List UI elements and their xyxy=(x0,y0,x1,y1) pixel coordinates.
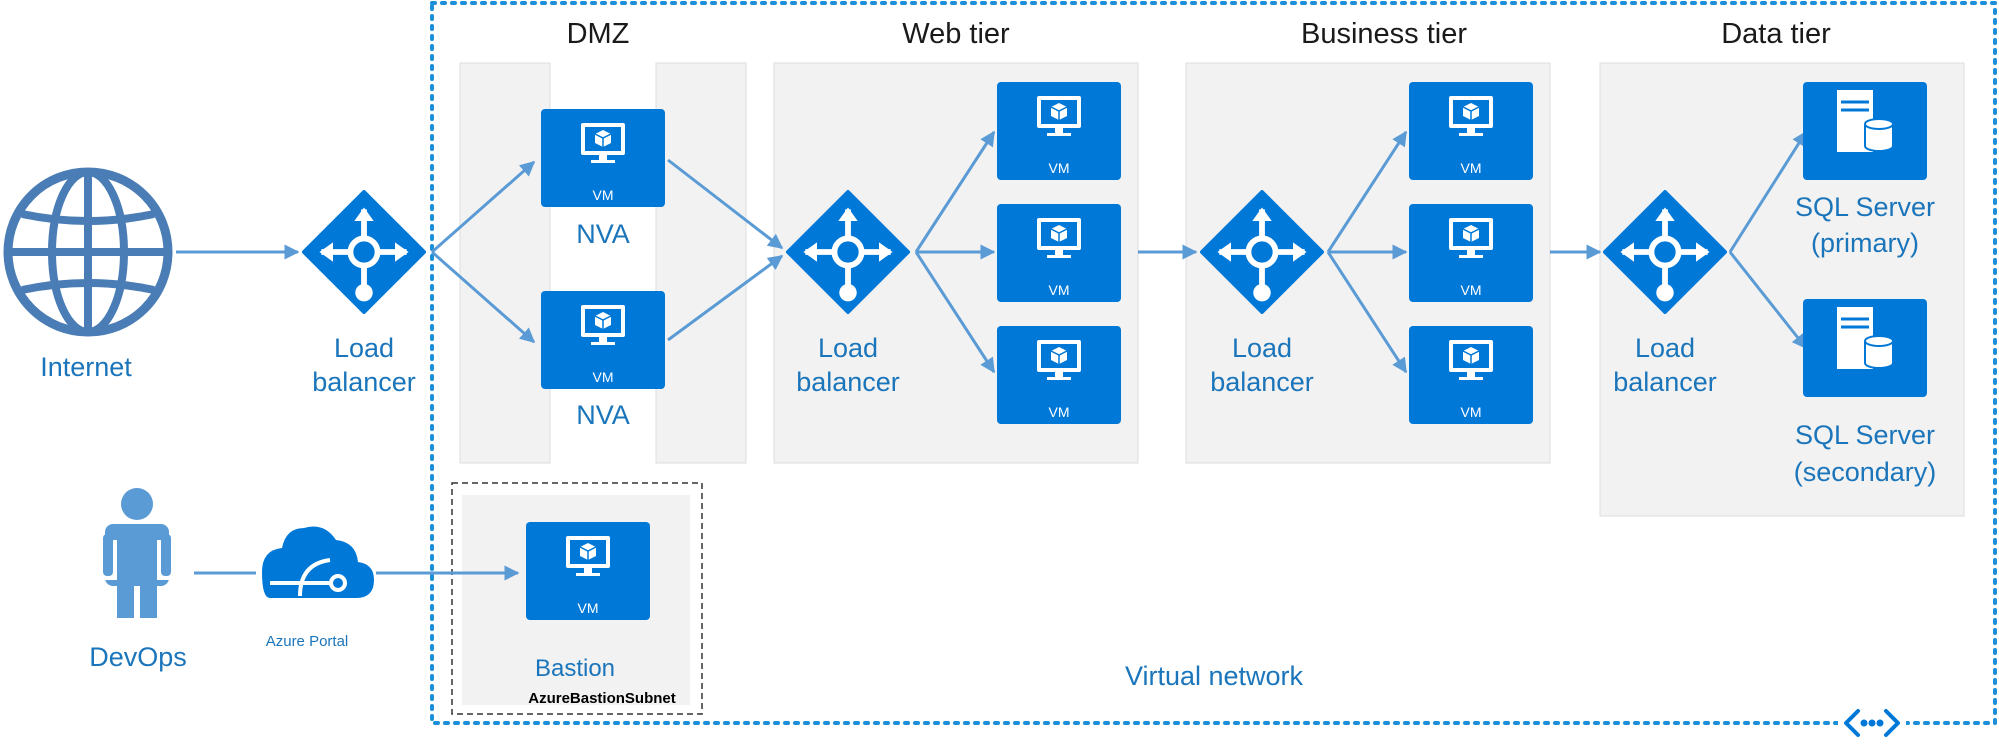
web-vm-2-label: VM xyxy=(1049,282,1070,298)
tier-title-web: Web tier xyxy=(902,18,1010,50)
web-load-balancer-label-line1: Load xyxy=(818,333,878,363)
sql-secondary-label-line1: SQL Server xyxy=(1795,420,1935,450)
business-vm-3-label: VM xyxy=(1461,404,1482,420)
business-load-balancer-label-line1: Load xyxy=(1232,333,1292,363)
arrow-lb-to-nva-bottom xyxy=(431,250,536,344)
sql-primary-icon xyxy=(1803,82,1927,180)
tier-title-data: Data tier xyxy=(1721,18,1831,50)
devops-person-icon xyxy=(103,488,171,618)
sql-primary-label-line1: SQL Server xyxy=(1795,192,1935,222)
arrow-web-lb-to-vm1 xyxy=(914,130,996,253)
nva-bottom-label: NVA xyxy=(576,400,630,430)
web-vm-1-label: VM xyxy=(1049,160,1070,176)
arrow-nva-top-to-web-lb xyxy=(667,158,784,250)
sql-secondary-label-line2: (secondary) xyxy=(1794,457,1937,487)
sql-primary-label-line2: (primary) xyxy=(1811,228,1919,258)
web-vm-3-label: VM xyxy=(1049,404,1070,420)
bastion-subnet-label: AzureBastionSubnet xyxy=(528,690,676,707)
virtual-network-label: Virtual network xyxy=(1125,661,1304,691)
internet-label: Internet xyxy=(40,352,132,382)
dmz-panel-left xyxy=(459,62,551,464)
arrow-data-lb-to-sql-primary xyxy=(1728,130,1808,253)
nva-top-label: NVA xyxy=(576,219,630,249)
virtual-network-boundary xyxy=(430,1,1997,725)
load-balancer-label-line2: balancer xyxy=(312,367,416,397)
dmz-panel-right xyxy=(655,62,747,464)
arrow-biz-lb-to-vm1 xyxy=(1326,130,1408,253)
arrow-lb-to-nva-top xyxy=(431,160,536,254)
tier-title-business: Business tier xyxy=(1301,18,1467,50)
nva-top-vm-label: VM xyxy=(593,187,614,203)
virtual-network-icon xyxy=(1838,708,1906,738)
connection-arrows xyxy=(176,130,1808,581)
devops-label: DevOps xyxy=(89,642,187,672)
azure-portal-cloud-icon xyxy=(262,526,374,598)
bastion-subnet-boundary xyxy=(451,482,703,715)
arrow-biz-lb-to-vm3 xyxy=(1326,251,1408,374)
load-balancer-label-line1: Load xyxy=(334,333,394,363)
arrow-nva-bottom-to-web-lb xyxy=(667,254,784,342)
bastion-label: Bastion xyxy=(535,655,615,682)
arrow-data-lb-to-sql-secondary xyxy=(1728,251,1808,350)
data-load-balancer-label-line2: balancer xyxy=(1613,367,1717,397)
azure-portal-label: Azure Portal xyxy=(266,633,349,650)
tier-title-dmz: DMZ xyxy=(567,18,630,50)
data-load-balancer-label-line1: Load xyxy=(1635,333,1695,363)
internet-globe-icon xyxy=(3,167,173,337)
nva-bottom-vm-label: VM xyxy=(593,369,614,385)
arrow-web-lb-to-vm3 xyxy=(914,251,996,374)
business-vm-2-label: VM xyxy=(1461,282,1482,298)
load-balancer-icon xyxy=(304,192,424,312)
business-vm-1-label: VM xyxy=(1461,160,1482,176)
bastion-vm-label: VM xyxy=(578,600,599,616)
business-load-balancer-label-line2: balancer xyxy=(1210,367,1314,397)
sql-secondary-icon xyxy=(1803,299,1927,397)
web-load-balancer-label-line2: balancer xyxy=(796,367,900,397)
